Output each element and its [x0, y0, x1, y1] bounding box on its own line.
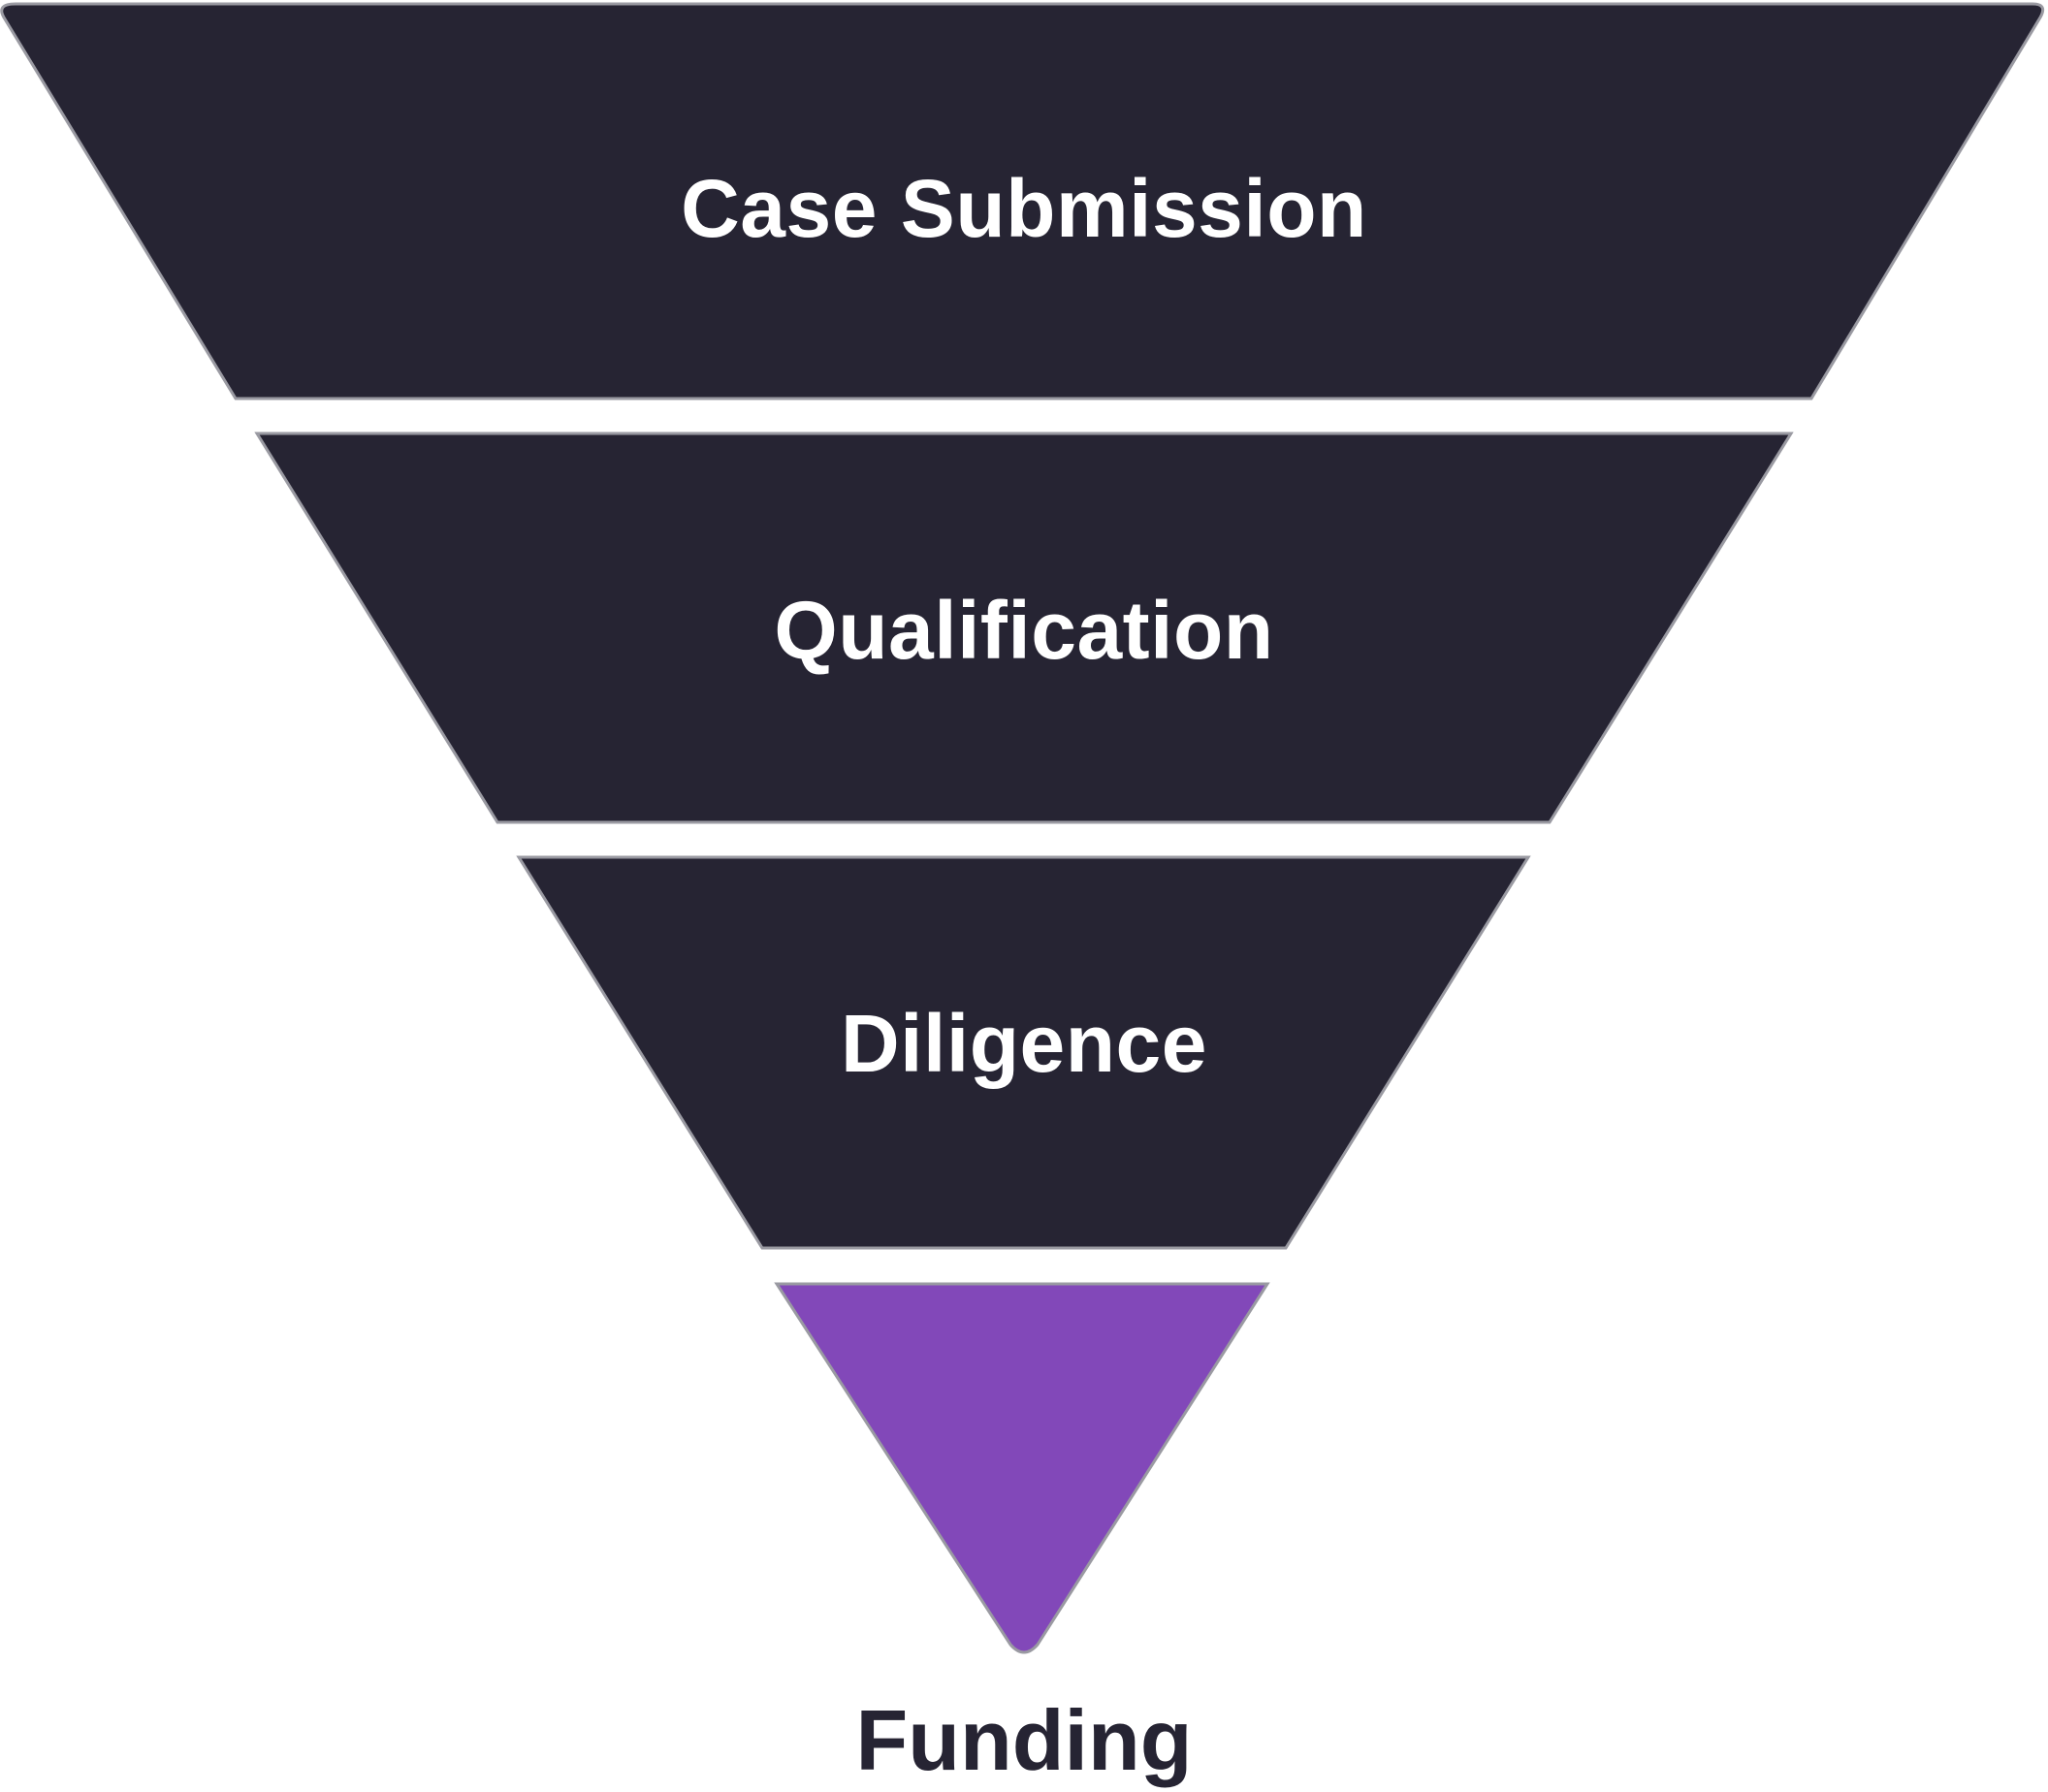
stage-diligence-shape — [516, 855, 1531, 1250]
stage-qualification-label: Qualification — [774, 585, 1274, 676]
stage-funding-shape — [774, 1282, 1270, 1654]
stage-case-submission-shape — [0, 2, 2045, 400]
stage-qualification-shape — [254, 432, 1794, 824]
stage-funding-label: Funding — [855, 1692, 1193, 1788]
stage-diligence-label: Diligence — [841, 998, 1207, 1089]
stage-case-submission-label: Case Submission — [681, 163, 1367, 254]
